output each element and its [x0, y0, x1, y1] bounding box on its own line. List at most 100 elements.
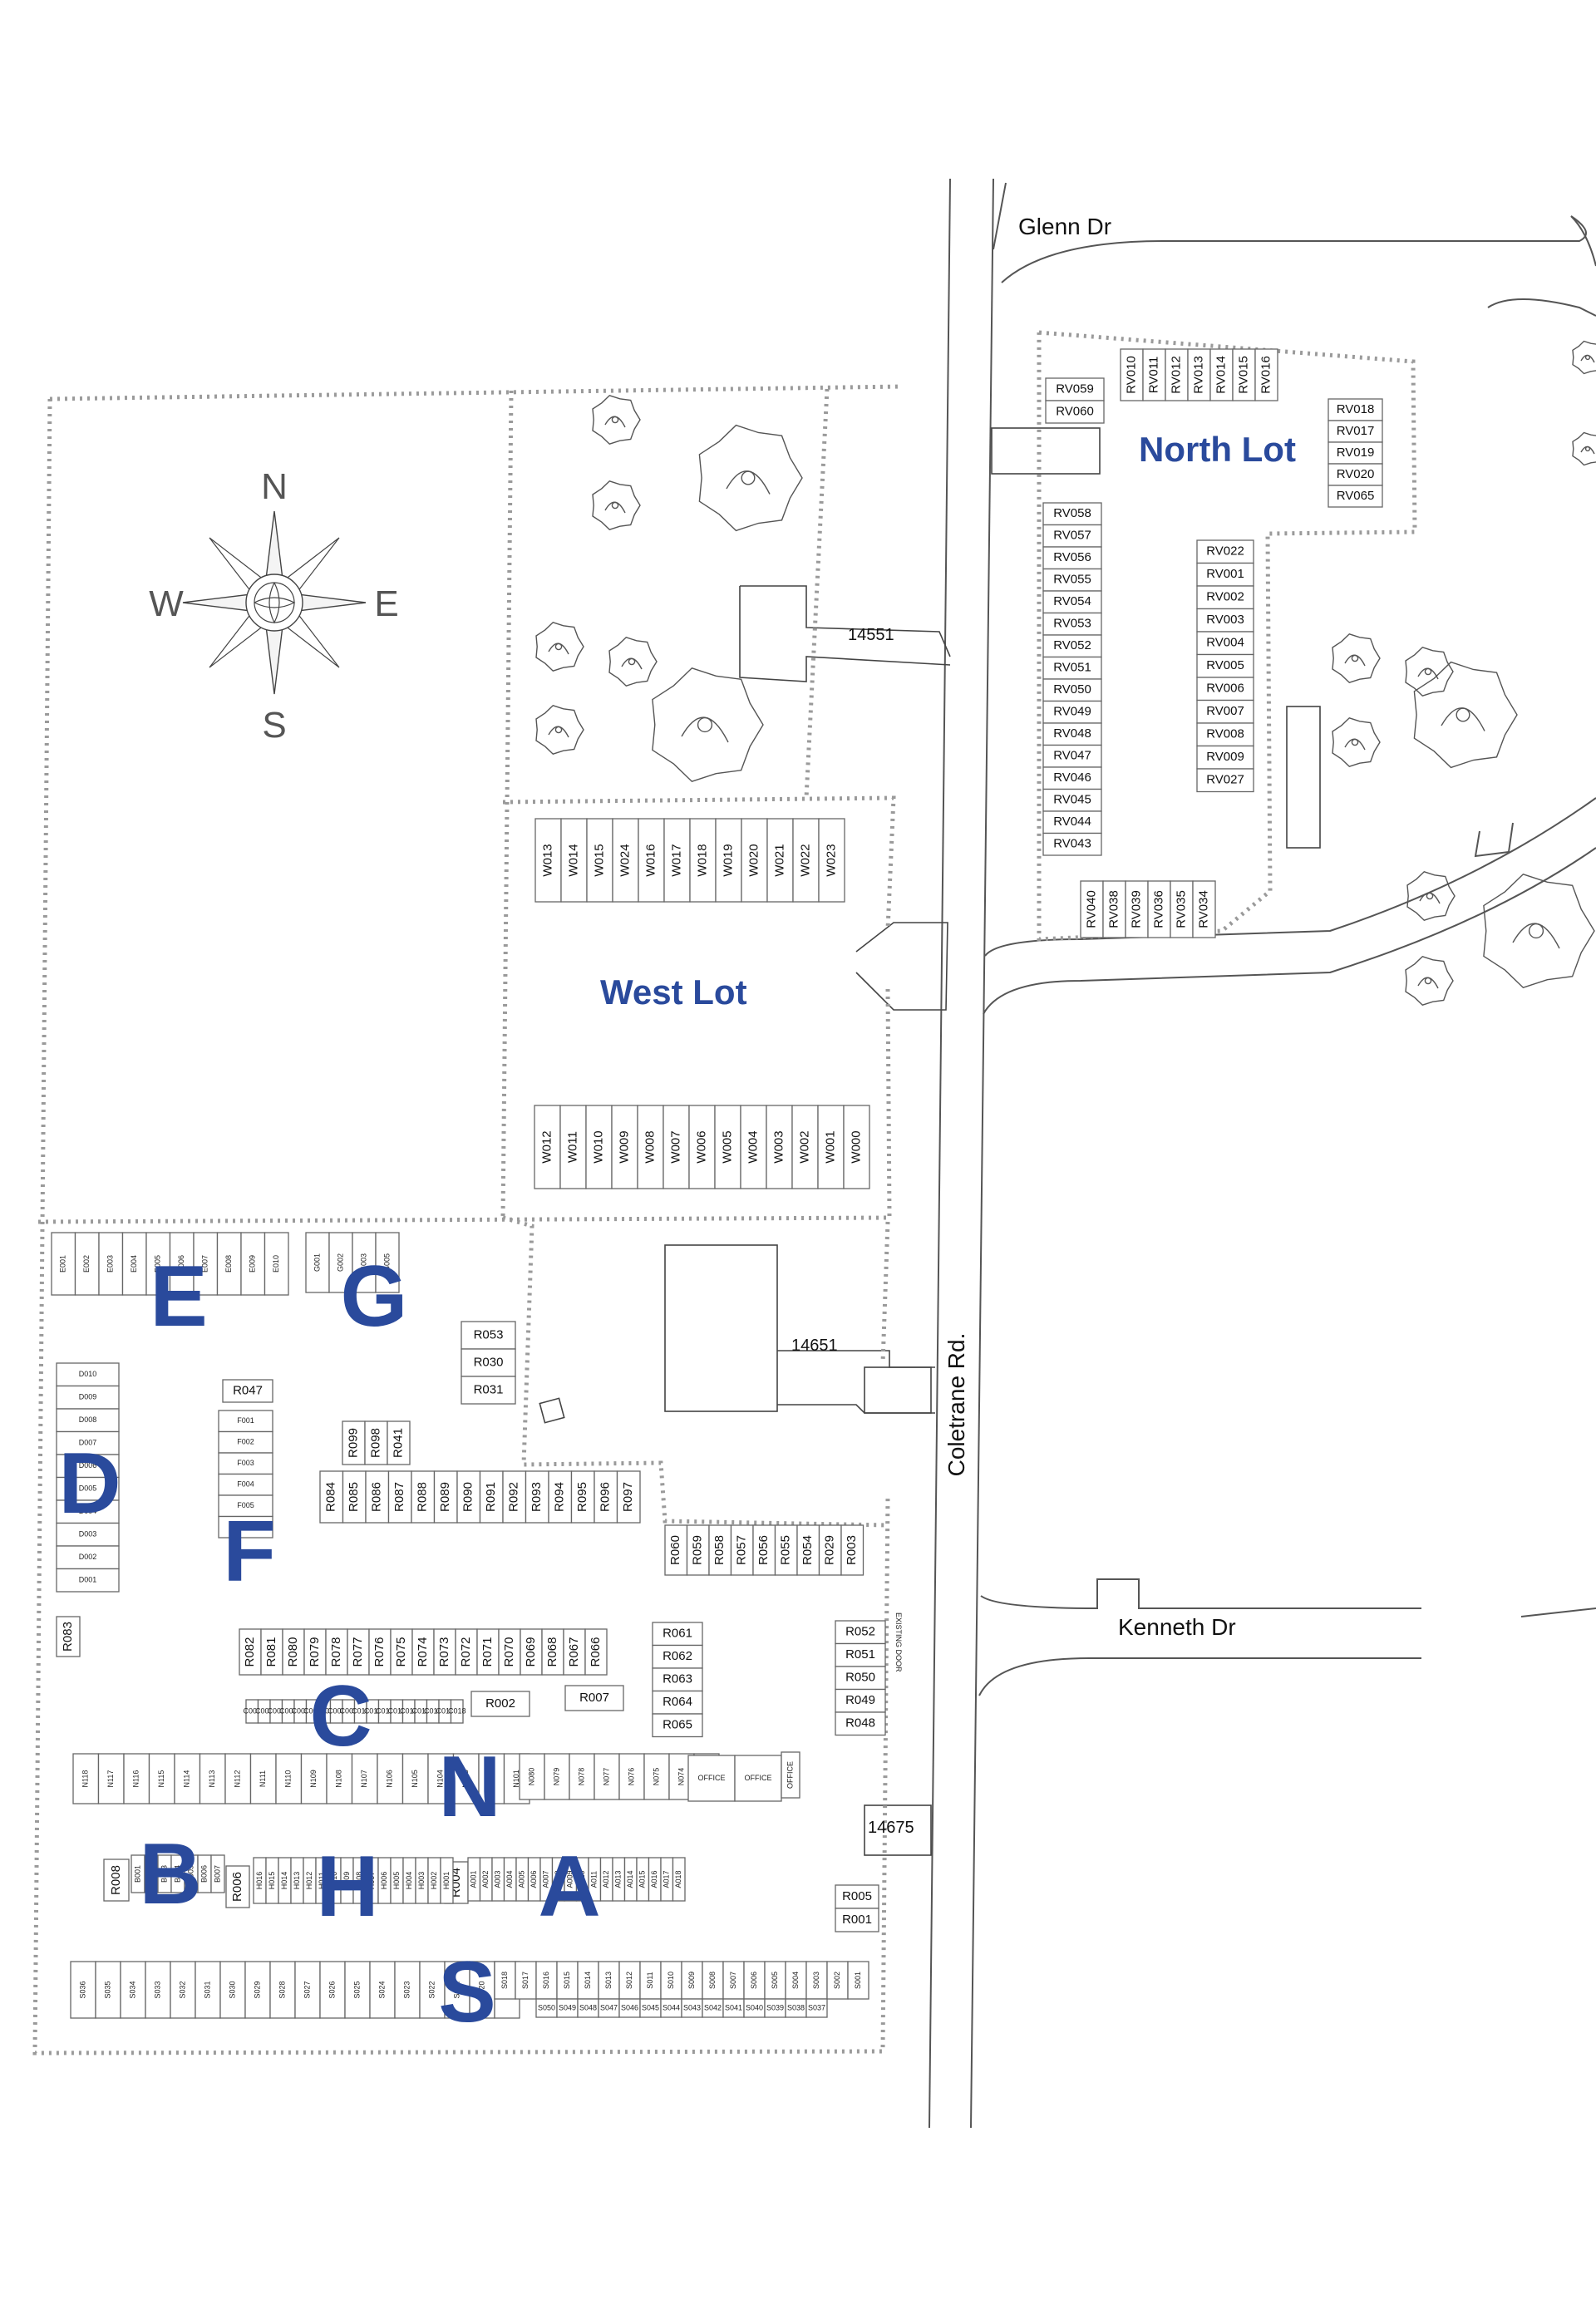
stall-label: R067 — [567, 1637, 581, 1667]
stall-label: RV065 — [1337, 489, 1375, 503]
stall-r002: R002 — [470, 1691, 530, 1717]
stall-label: RV005 — [1206, 658, 1244, 672]
stall-r077 — [347, 1628, 370, 1676]
stall-label: C009 — [339, 1706, 357, 1715]
stall-label: A012 — [602, 1870, 610, 1888]
stall-label: E002 — [82, 1255, 91, 1273]
stall-label: W000 — [849, 1130, 863, 1163]
stall-label: N080 — [527, 1768, 535, 1786]
stall-s023 — [394, 1961, 421, 2019]
stall-rv065 — [1328, 485, 1383, 508]
stall-s008 — [702, 1961, 724, 2000]
stall-n112 — [224, 1753, 252, 1804]
stall-r052 — [835, 1620, 886, 1645]
roads — [539, 178, 1596, 2129]
stall-label: W013 — [540, 844, 554, 876]
stall-d010 — [56, 1362, 120, 1387]
stall-r091 — [479, 1470, 504, 1524]
section-letters: E G D F C N B H A S — [58, 1248, 600, 2041]
section-letter-e: E — [150, 1248, 207, 1345]
stall-label: R068 — [545, 1637, 559, 1667]
stall-rv027 — [1196, 768, 1254, 793]
stall-w017 — [663, 818, 691, 903]
stall-rv056 — [1042, 546, 1102, 570]
stall-box — [222, 1379, 273, 1403]
stall-label: R048 — [845, 1716, 875, 1731]
stall-r080 — [282, 1628, 305, 1676]
stall-label: S015 — [563, 1972, 571, 1989]
stall-label: N102 — [487, 1770, 495, 1788]
stall-label: N109 — [309, 1770, 318, 1788]
tree-icon — [1332, 633, 1381, 683]
stall-label: RV050 — [1053, 682, 1091, 697]
stall-rv007 — [1196, 699, 1254, 724]
stall-label: R061 — [663, 1627, 692, 1641]
stall-label: S011 — [646, 1972, 654, 1988]
stall-s004 — [785, 1961, 807, 2000]
section-letter-b: B — [139, 1826, 201, 1923]
stall-label: E001 — [59, 1255, 67, 1273]
stall-label: RV044 — [1053, 815, 1091, 829]
stall-label: S003 — [812, 1972, 820, 1989]
stall-label: RV052 — [1053, 638, 1091, 652]
stall-label: A013 — [614, 1870, 623, 1888]
stall-r062 — [652, 1644, 703, 1669]
stall-s011 — [639, 1961, 662, 2000]
stall-label: R099 — [346, 1428, 360, 1458]
stall-label: N074 — [677, 1768, 685, 1786]
stall-label: R056 — [756, 1535, 771, 1565]
stall-r067 — [563, 1628, 586, 1676]
stall-w001 — [817, 1105, 845, 1189]
stall-label: R030 — [474, 1355, 504, 1369]
stall-label: S034 — [128, 1981, 136, 1998]
stall-label: C005 — [291, 1706, 309, 1715]
office-label: OFFICE — [786, 1761, 794, 1789]
stall-label: N103 — [461, 1770, 470, 1788]
stall-label: C012 — [376, 1706, 394, 1715]
stall-s013 — [598, 1961, 620, 2000]
stall-label: RV017 — [1337, 424, 1375, 438]
stall-label: S022 — [427, 1981, 436, 1998]
stall-rv044 — [1042, 810, 1102, 834]
stall-label: D008 — [79, 1415, 97, 1424]
stall-rv055 — [1042, 568, 1102, 592]
stall-r066 — [584, 1628, 608, 1676]
stall-label: R089 — [438, 1482, 452, 1512]
stall-s031 — [195, 1961, 221, 2019]
stall-label: W014 — [566, 844, 580, 876]
stall-label: W009 — [617, 1130, 631, 1163]
stall-label: S009 — [687, 1972, 696, 1989]
stall-label: RV049 — [1053, 705, 1091, 719]
stall-rv006 — [1196, 677, 1254, 702]
stall-label: R085 — [347, 1482, 361, 1512]
stall-label: E003 — [106, 1255, 115, 1273]
stall-label: A008 — [554, 1870, 562, 1888]
stall-e009 — [240, 1232, 266, 1296]
stall-s015 — [556, 1961, 579, 2000]
stall-label: W018 — [695, 844, 709, 876]
stall-label: RV054 — [1053, 594, 1091, 608]
stall-rv046 — [1042, 766, 1102, 790]
stall-h001 — [440, 1857, 454, 1904]
stall-label: S004 — [791, 1972, 800, 1989]
stall-label: R062 — [663, 1649, 692, 1663]
stall-label: C007 — [315, 1706, 333, 1715]
stall-label: RV056 — [1053, 550, 1091, 564]
stall-label: R054 — [800, 1535, 815, 1565]
stall-label: G003 — [359, 1253, 367, 1272]
stall-label: RV055 — [1053, 573, 1091, 587]
stall-w012 — [534, 1105, 561, 1189]
stall-r055 — [774, 1524, 798, 1576]
stall-d001 — [56, 1568, 120, 1593]
stall-column-north-left: RV058RV057RV056RV055RV054RV053RV052RV051… — [1042, 502, 1102, 856]
stall-label: R049 — [845, 1693, 875, 1707]
office-label: OFFICE — [698, 1774, 726, 1782]
